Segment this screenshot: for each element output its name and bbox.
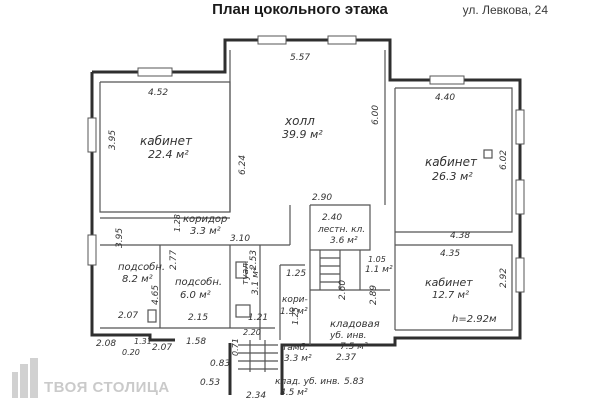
room-name-vestibule: тамб. [282,343,308,353]
room-area-office-ne: 26.3 м² [432,170,473,183]
dim-label: 6.00 [371,105,381,125]
plan-title: План цокольного этажа [212,1,388,18]
room-area-storage: 7.5 м² [340,342,368,352]
dim-label: 3.95 [108,130,118,150]
room-name-office-se: кабинет [425,276,473,289]
dim-label: 2.20 [243,328,261,337]
dim-label: 1.21 [248,313,268,323]
room-area-utility-a: 8.2 м² [122,274,153,285]
dim-label: 0.71 [231,338,240,356]
dim-label: 2.90 [312,193,332,203]
room-name-corridor-small: кори- [282,295,308,305]
room-area-toilet: 3.1 м² [251,267,261,295]
dim-label: 0.20 [122,348,140,357]
room-area-storage-bottom: 4.5 м² [280,388,308,398]
dim-label: 2.08 [96,339,116,349]
dim-label: 2.15 [188,313,208,323]
inner-walls [99,50,513,345]
dim-label: 2.92 [499,268,509,288]
room-area-corridor: 3.3 м² [190,226,221,237]
room-sub-storage: уб. инв. [329,331,367,341]
room-area-vestibule: 3.3 м² [284,354,312,364]
room-name-hall: холл [284,114,315,128]
dim-label: 2.34 [246,391,266,400]
dim-label: 2.53 [249,250,259,270]
room-area-office-se: 12.7 м² [432,290,469,301]
room-name-toilet: туал. [241,260,251,285]
watermark: ТВОЯ СТОЛИЦА [10,340,170,398]
room-area-hall: 39.9 м² [282,128,323,141]
room-name-corridor: коридор [183,214,227,225]
dim-label: 3.95 [115,228,125,248]
room-name-storage: кладовая [330,319,380,330]
dim-label: 1.25 [286,269,306,279]
room-area-utility-b: 6.0 м² [180,290,211,301]
room-name-office-ne: кабинет [425,155,478,169]
fixtures [147,149,493,323]
room-name-utility-a: подсобн. [118,261,165,273]
dim-label: 2.60 [338,280,348,300]
dim-label: 2.07 [152,343,172,353]
room-name-office-nw: кабинет [140,134,193,148]
dimension-labels: 5.57 4.52 4.40 3.95 6.24 6.00 6.02 2.90 … [96,53,509,400]
dim-label: 3.10 [230,234,250,244]
ceiling-height-label: h=2.92м [452,314,497,325]
sink-fixture-icon [235,304,251,318]
room-labels: кабинет 22.4 м² холл 39.9 м² кабинет 26.… [118,114,478,398]
dim-label: 0.53 [200,378,220,388]
room-name-storage-bottom: клад. уб. инв. [275,377,340,387]
column-marker-icon [483,149,493,159]
address-label: ул. Левкова, 24 [462,3,548,17]
windows [87,35,525,293]
dim-label: 1.58 [186,337,206,347]
dim-label: 1.31 [134,337,152,346]
toilet-fixture-icon [235,261,247,279]
dim-label: 0.83 [210,359,230,369]
dim-label: 5.83 [344,377,364,387]
room-area-small-room: 1.1 м² [365,265,393,275]
dim-label: 2.37 [336,353,356,363]
dim-label: 5.57 [290,53,310,63]
dim-label: 1.05 [368,255,386,264]
dim-label: 4.52 [148,88,168,98]
room-name-utility-b: подсобн. [175,276,222,288]
stairs [238,250,341,372]
meter-box-icon [147,309,157,323]
building-logo-icon [12,358,38,398]
dim-label: 2.77 [169,250,179,270]
room-name-stairwell: лестн. кл. [317,225,365,235]
dim-label: 4.38 [450,231,470,241]
dim-label: 2.40 [322,213,342,223]
dim-label: 2.07 [118,311,138,321]
dim-label: 2.89 [369,285,379,305]
dim-label: 6.24 [238,155,248,175]
room-area-office-nw: 22.4 м² [148,148,189,161]
dim-label: 1.28 [173,214,182,232]
dim-label: 4.35 [440,249,460,259]
dim-label: 4.65 [151,285,161,305]
watermark-text: ТВОЯ СТОЛИЦА [44,379,170,396]
dim-label: 6.02 [499,150,509,170]
dim-label: 1.25 [291,307,300,325]
room-area-corridor-small: 1.9 м² [280,307,308,317]
dim-label: 4.40 [435,93,455,103]
room-area-stairwell: 3.6 м² [330,236,358,246]
